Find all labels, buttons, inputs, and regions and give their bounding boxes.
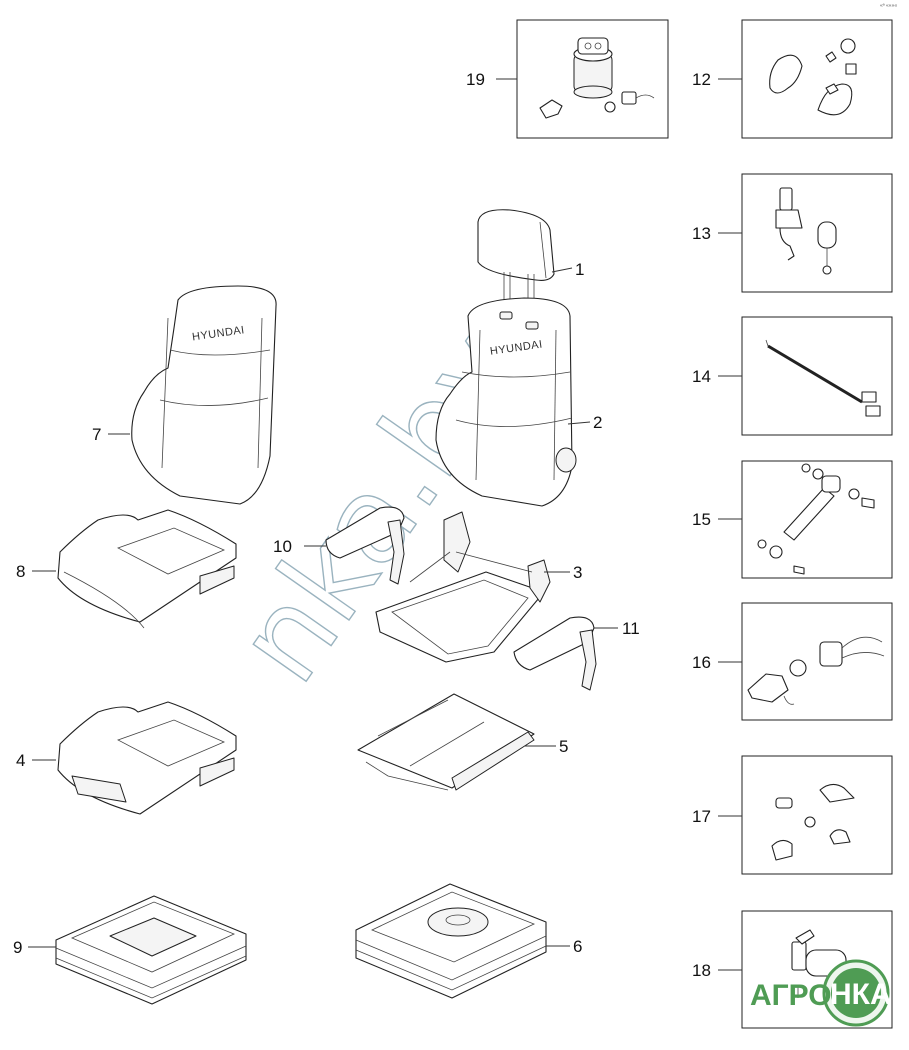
callout-numbers: 19 12 13 14 15 16 17 18 1 2 3 5 6 10 11 …	[13, 70, 711, 980]
callout-7: 7	[92, 425, 101, 444]
callout-12: 12	[692, 70, 711, 89]
callout-13: 13	[692, 224, 711, 243]
seat-cushion-8	[57, 509, 237, 629]
part-13-box	[741, 173, 893, 293]
callout-6: 6	[573, 937, 582, 956]
callout-8: 8	[16, 562, 25, 581]
callout-19: 19	[466, 70, 485, 89]
leader-lines	[28, 78, 742, 971]
armrest-10	[325, 506, 405, 585]
agro-nka-logo: АГРО НКА	[750, 959, 892, 1027]
seat-cushion-4	[57, 701, 237, 815]
suspension-9	[55, 895, 247, 1005]
seat-frame-3	[375, 511, 551, 663]
callout-17: 17	[692, 807, 711, 826]
callout-2: 2	[593, 413, 602, 432]
callout-4: 4	[16, 751, 25, 770]
logo-text-right: НКА	[830, 978, 892, 1011]
callout-16: 16	[692, 653, 711, 672]
part-12-box	[741, 19, 893, 139]
seat-back-7: HYUNDAI	[131, 285, 277, 505]
part-19-box	[516, 19, 669, 139]
seat-back-2: HYUNDAI	[435, 297, 577, 507]
part-16-box	[741, 602, 893, 721]
callout-5: 5	[559, 737, 568, 756]
logo-text-left: АГРО	[750, 979, 832, 1012]
part-17-box	[741, 755, 893, 875]
callout-11: 11	[622, 619, 640, 638]
callout-15: 15	[692, 510, 711, 529]
corner-mark: «ª ««««	[880, 3, 897, 9]
headrest-1	[477, 209, 555, 310]
slide-rails-5	[357, 693, 535, 791]
callout-1: 1	[575, 260, 584, 279]
armrest-11	[513, 616, 597, 691]
part-15-box	[741, 460, 893, 579]
callout-3: 3	[573, 563, 582, 582]
callout-9: 9	[13, 938, 22, 957]
suspension-6	[355, 883, 547, 999]
part-14-box	[741, 316, 893, 436]
callout-18: 18	[692, 961, 711, 980]
callout-10: 10	[273, 537, 292, 556]
callout-14: 14	[692, 367, 711, 386]
